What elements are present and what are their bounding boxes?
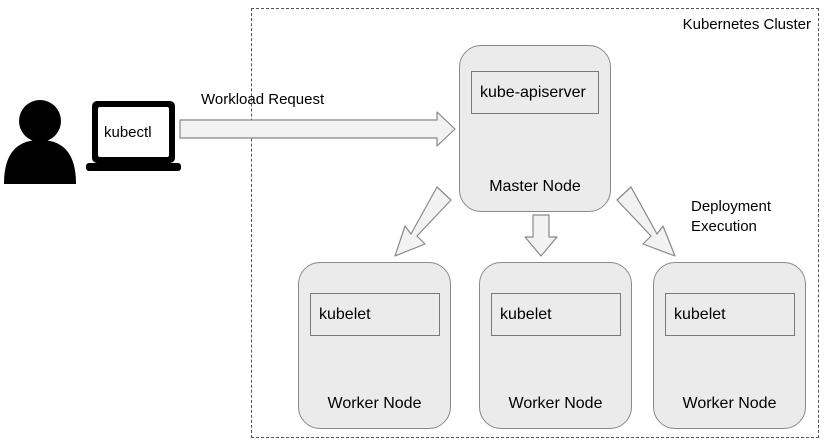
worker-node: kubelet Worker Node bbox=[653, 262, 806, 429]
laptop-icon bbox=[86, 101, 181, 171]
kubelet-box: kubelet bbox=[310, 293, 440, 336]
master-to-worker1-arrow bbox=[394, 186, 452, 257]
workload-request-arrow bbox=[179, 111, 456, 147]
master-node: kube-apiserver Master Node bbox=[459, 45, 611, 212]
kube-apiserver-box: kube-apiserver bbox=[471, 71, 599, 114]
deployment-execution-label: Deployment Execution bbox=[691, 197, 771, 237]
cluster-label: Kubernetes Cluster bbox=[682, 16, 811, 33]
kubelet-box: kubelet bbox=[491, 293, 621, 336]
worker-node-label: Worker Node bbox=[327, 395, 422, 412]
kubernetes-cluster-frame bbox=[251, 8, 819, 438]
worker-node-label: Worker Node bbox=[508, 395, 603, 412]
master-to-worker2-arrow bbox=[524, 214, 558, 257]
master-to-worker3-arrow bbox=[616, 186, 676, 257]
kubelet-label: kubelet bbox=[500, 305, 552, 323]
worker-node: kubelet Worker Node bbox=[298, 262, 451, 429]
worker-node-label: Worker Node bbox=[682, 395, 777, 412]
deployment-label-line1: Deployment bbox=[691, 198, 772, 215]
kubelet-label: kubelet bbox=[319, 305, 371, 323]
deployment-label-line2: Execution bbox=[691, 218, 757, 235]
kubectl-label: kubectl bbox=[104, 124, 152, 141]
user-icon bbox=[4, 100, 76, 184]
worker-node: kubelet Worker Node bbox=[479, 262, 632, 429]
kubelet-box: kubelet bbox=[665, 293, 795, 336]
kubelet-label: kubelet bbox=[674, 305, 726, 323]
kube-apiserver-label: kube-apiserver bbox=[480, 83, 586, 101]
master-node-label: Master Node bbox=[489, 178, 581, 195]
workload-request-label: Workload Request bbox=[201, 91, 325, 108]
